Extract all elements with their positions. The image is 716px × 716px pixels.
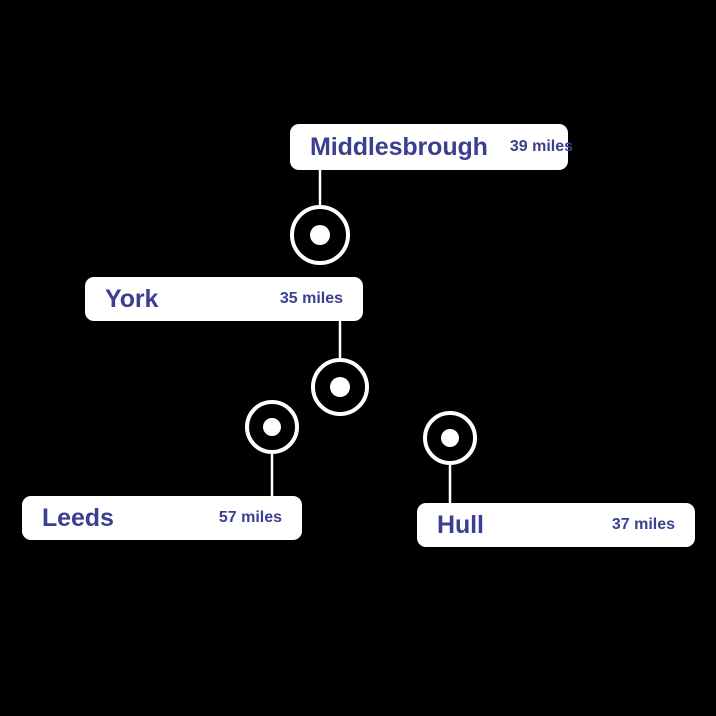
map-label-distance-hull: 37 miles xyxy=(611,516,675,533)
map-marker-dot-icon xyxy=(263,418,281,436)
map-marker-leeds[interactable] xyxy=(245,400,299,454)
map-marker-dot-icon xyxy=(310,225,330,245)
map-label-distance-york: 35 miles xyxy=(279,290,343,307)
map-label-middlesbrough[interactable]: Middlesbrough 39 miles xyxy=(290,124,573,170)
map-marker-hull[interactable] xyxy=(423,411,477,465)
map-label-name-middlesbrough: Middlesbrough xyxy=(310,132,488,161)
map-label-york[interactable]: York 35 miles xyxy=(85,277,363,321)
map-label-distance-middlesbrough: 39 miles xyxy=(509,138,574,155)
map-label-name-york: York xyxy=(105,284,159,313)
map-label-name-hull: Hull xyxy=(437,510,484,539)
map-label-leeds[interactable]: Leeds 57 miles xyxy=(22,496,302,540)
map-marker-york[interactable] xyxy=(311,358,369,416)
map-marker-middlesbrough[interactable] xyxy=(290,205,350,265)
map-label-name-leeds: Leeds xyxy=(42,503,114,532)
map-marker-dot-icon xyxy=(330,377,350,397)
map-marker-dot-icon xyxy=(441,429,459,447)
map-label-hull[interactable]: Hull 37 miles xyxy=(417,503,695,547)
map-label-distance-leeds: 57 miles xyxy=(218,509,282,526)
